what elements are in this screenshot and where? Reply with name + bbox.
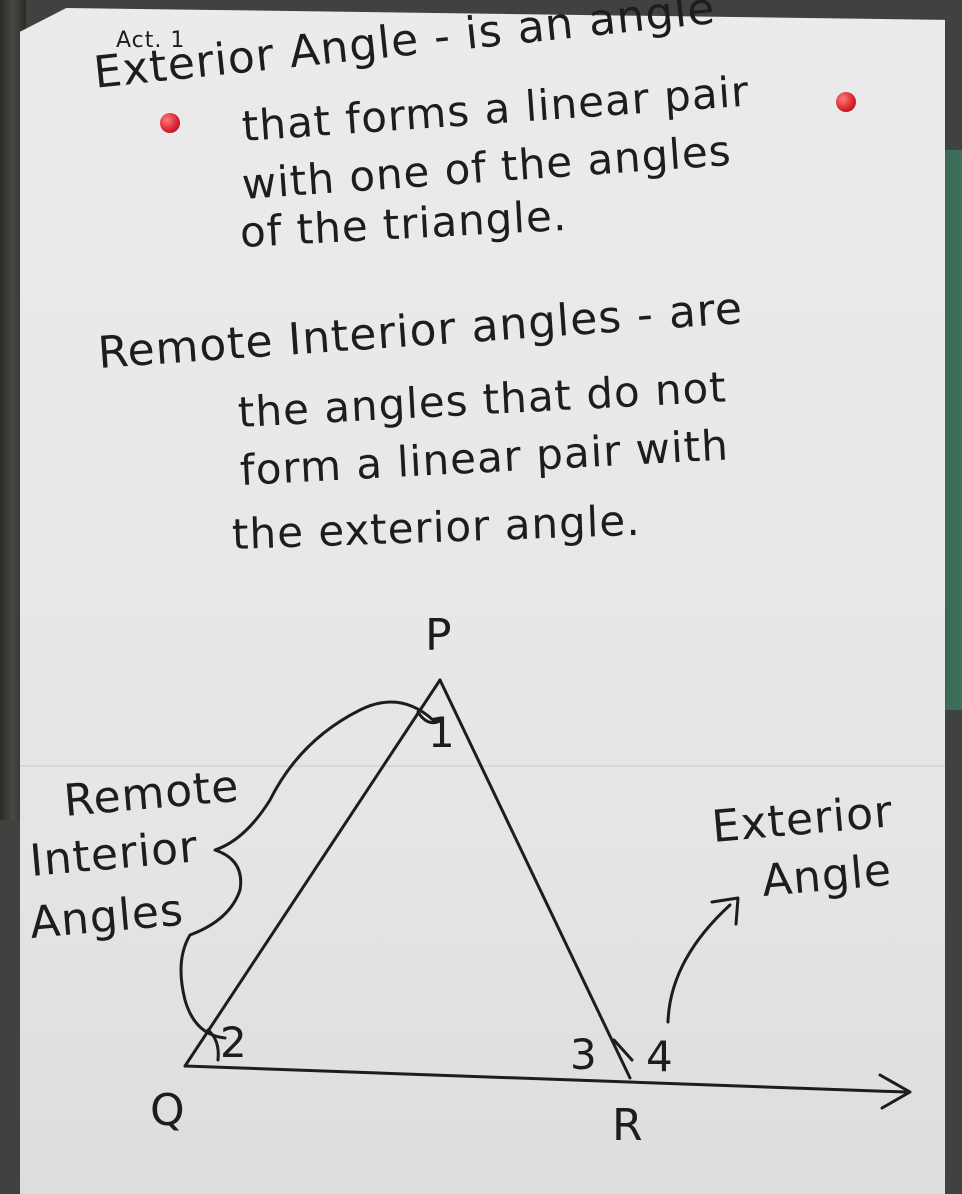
remote-interior-brace <box>179 700 435 1040</box>
angle-1-label: 1 <box>428 708 456 757</box>
exterior-angle-arrow <box>666 903 732 1024</box>
red-pushpin-icon <box>836 92 856 112</box>
activity-label: Act. 1 <box>116 28 186 53</box>
angle-1-mark <box>416 710 444 725</box>
red-pushpin-icon <box>160 113 180 133</box>
angle-3-mark <box>612 1038 634 1062</box>
angle-2-label: 2 <box>220 1018 248 1067</box>
ray-arrowhead-icon <box>878 1073 912 1110</box>
vertex-q-label: Q <box>150 1085 186 1136</box>
paper-sheet <box>20 8 945 1194</box>
angle-3-label: 3 <box>570 1030 598 1079</box>
exterior-arrowhead-icon <box>710 896 740 926</box>
side-pq <box>183 678 442 1068</box>
vertex-p-label: P <box>425 610 453 661</box>
base-ray-qr <box>183 1064 907 1094</box>
vertex-r-label: R <box>612 1100 644 1151</box>
angle-2-mark <box>206 1028 220 1062</box>
angle-4-label: 4 <box>646 1032 674 1081</box>
side-pr <box>438 678 632 1080</box>
